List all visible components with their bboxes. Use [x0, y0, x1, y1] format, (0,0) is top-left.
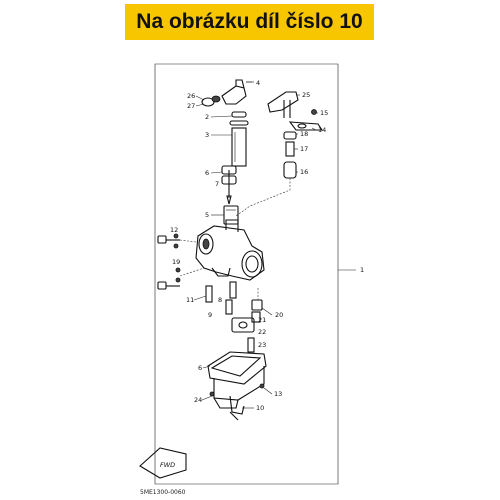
diagram-frame — [154, 63, 339, 485]
label-5: 5 — [205, 211, 209, 219]
label-6-top: 6 — [205, 169, 209, 177]
label-7: 7 — [215, 180, 219, 188]
banner-title: Na obrázku díl číslo 10 — [136, 10, 363, 33]
leader-lines — [193, 81, 318, 409]
label-10: 10 — [256, 404, 264, 412]
label-19: 19 — [172, 258, 180, 266]
label-25: 25 — [302, 91, 310, 99]
fwd-label: FWD — [160, 461, 175, 469]
label-6-bottom: 6 — [198, 364, 202, 372]
float-bowl — [207, 351, 267, 421]
label-8: 8 — [218, 296, 222, 304]
label-4: 4 — [256, 79, 260, 87]
elbow-assembly — [235, 91, 324, 217]
label-24: 24 — [194, 396, 202, 404]
fwd-arrow-symbol: FWD — [139, 447, 187, 479]
label-14: 14 — [318, 126, 326, 134]
jet-needle-assembly — [221, 165, 237, 205]
label-13: 13 — [274, 390, 282, 398]
label-11: 11 — [186, 296, 194, 304]
label-22: 22 — [258, 328, 266, 336]
part-number-labels: 1 4 26 27 2 3 25 15 14 18 17 16 6 7 5 12… — [170, 79, 364, 412]
diagram-part-code: 5ME1300-0060 — [140, 489, 186, 496]
cable-fitting-assembly — [201, 79, 252, 167]
label-18: 18 — [300, 130, 308, 138]
label-17: 17 — [300, 145, 308, 153]
label-20: 20 — [275, 311, 283, 319]
label-2: 2 — [205, 113, 209, 121]
label-27: 27 — [187, 102, 195, 110]
label-21: 21 — [258, 316, 266, 324]
carburetor-body — [195, 219, 265, 303]
label-1: 1 — [360, 266, 364, 274]
screw-set-left — [157, 233, 205, 290]
label-16: 16 — [300, 168, 308, 176]
label-9: 9 — [208, 311, 212, 319]
label-3: 3 — [205, 131, 209, 139]
label-12: 12 — [170, 226, 178, 234]
jet-assembly — [225, 288, 263, 353]
header-banner: Na obrázku díl číslo 10 — [125, 4, 374, 40]
label-15: 15 — [320, 109, 328, 117]
label-23: 23 — [258, 341, 266, 349]
label-26: 26 — [187, 92, 195, 100]
